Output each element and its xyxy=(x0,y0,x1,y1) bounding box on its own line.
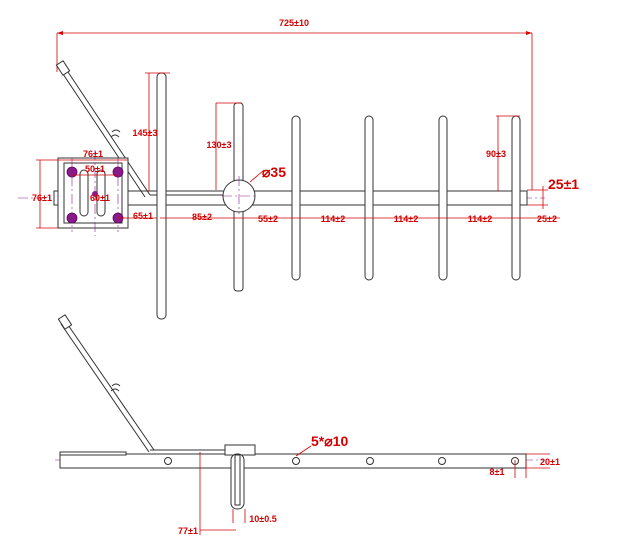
bracket-outer-width-label: 76±1 xyxy=(83,149,103,159)
hole-end-offset-label: 8±1 xyxy=(490,467,505,477)
director-spacing-1-label: 114±2 xyxy=(321,214,345,224)
director-elements xyxy=(291,115,521,281)
director-spacing-3-label: 114±2 xyxy=(468,214,492,224)
side-cable xyxy=(57,314,228,453)
reflector-element xyxy=(156,72,167,320)
bracket-inner-height-label: 60±1 xyxy=(90,193,110,203)
bracket-outer-height-label: 76±1 xyxy=(32,193,52,203)
driven-diameter-label: ⌀35 xyxy=(262,164,286,180)
director-1 xyxy=(291,115,301,281)
director-2 xyxy=(364,115,374,281)
director-length-label: 90±3 xyxy=(486,149,506,159)
director-spacing-2-label: 114±2 xyxy=(394,214,418,224)
driven-first-director-spacing-label: 55±2 xyxy=(258,214,278,224)
holes-label: 5*⌀10 xyxy=(311,433,348,449)
mounting-bracket xyxy=(57,150,129,236)
bracket-offset-label: 65±1 xyxy=(133,211,153,221)
boom-width-label: 25±1 xyxy=(548,176,579,192)
side-dipole xyxy=(224,444,256,510)
cable-offset-label: 77±1 xyxy=(178,526,198,536)
side-view: 5*⌀10 77±1 10±0.5 8±1 20±1 xyxy=(55,314,560,536)
boom-end-gap-label: 25±2 xyxy=(537,214,557,224)
director-4 xyxy=(511,115,521,281)
director-3 xyxy=(438,115,448,281)
side-holes xyxy=(164,457,519,465)
boom-height-label: 20±1 xyxy=(540,457,560,467)
bracket-inner-width-label: 50±1 xyxy=(85,164,105,174)
overall-length-dimension: 725±10 xyxy=(56,18,533,190)
top-view: 725±10 xyxy=(18,18,579,320)
overall-length-label: 725±10 xyxy=(279,18,309,28)
reflector-driven-spacing-label: 85±2 xyxy=(192,212,212,222)
dipole-width-label: 10±0.5 xyxy=(249,514,276,524)
cable-angle-label: 145±3 xyxy=(133,128,158,138)
driven-length-label: 130±3 xyxy=(207,140,232,150)
cable xyxy=(55,60,225,198)
driven-element xyxy=(222,102,256,292)
